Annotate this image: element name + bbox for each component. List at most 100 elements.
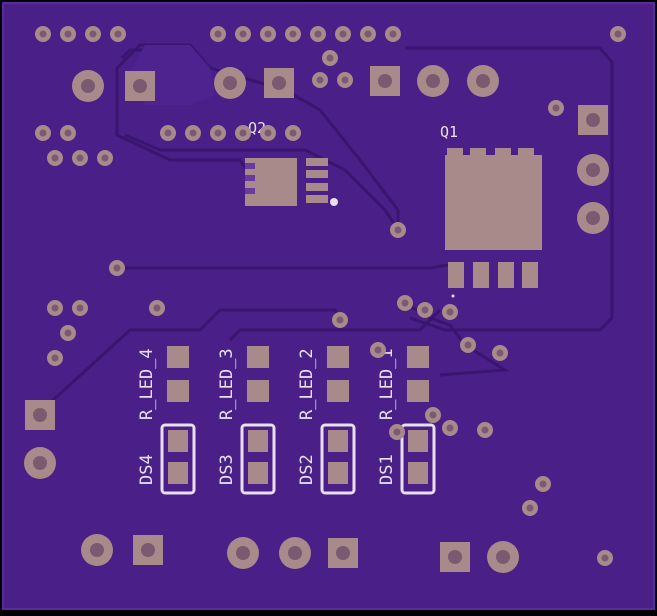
trace xyxy=(115,68,252,176)
q1-body-pad xyxy=(445,155,542,250)
square-drill xyxy=(33,408,47,422)
via-drill xyxy=(289,129,297,137)
trace xyxy=(38,308,342,414)
resistor-pad-bottom xyxy=(167,380,189,402)
via-drill xyxy=(601,554,609,562)
via-drill xyxy=(289,30,297,38)
resistor-pad-bottom xyxy=(407,380,429,402)
tht-drill xyxy=(476,74,490,88)
resistor-pad-top xyxy=(327,346,349,368)
tht-drill xyxy=(223,76,237,90)
led-pad-top xyxy=(248,430,268,452)
via-drill xyxy=(51,354,59,362)
label-r-led-2: R_LED_2 xyxy=(297,348,317,420)
silkscreen-labels: Q1 Q2 R_LED_4 R_LED_3 R_LED_2 R_LED_1 DS… xyxy=(137,119,458,485)
via-drill xyxy=(76,154,84,162)
via-drill xyxy=(89,30,97,38)
via-drill xyxy=(614,30,622,38)
via-drill xyxy=(51,304,59,312)
q1-pin1-marker xyxy=(451,294,455,298)
via-drill xyxy=(339,30,347,38)
via-drill xyxy=(264,129,272,137)
tht-drill xyxy=(81,79,95,93)
q2-slot xyxy=(245,188,255,194)
tht-drill xyxy=(90,543,104,557)
q2-pin xyxy=(306,195,328,203)
via-drill xyxy=(101,154,109,162)
tht-drill xyxy=(586,163,600,177)
via-drill xyxy=(364,30,372,38)
via-drill xyxy=(239,129,247,137)
via-drill xyxy=(189,129,197,137)
trace xyxy=(405,46,614,332)
via-drill xyxy=(214,30,222,38)
q2-pin xyxy=(306,170,328,178)
via-drill xyxy=(446,308,454,316)
q1-tab xyxy=(470,148,486,158)
tht-drill xyxy=(496,550,510,564)
via-drill xyxy=(64,30,72,38)
q2-pin1-marker xyxy=(330,198,338,206)
via-drill xyxy=(214,129,222,137)
via-drill xyxy=(326,54,334,62)
via-drill xyxy=(39,129,47,137)
q2-slot xyxy=(245,175,255,181)
q2-pin xyxy=(306,158,328,166)
q1-tab xyxy=(447,148,463,158)
trace xyxy=(117,263,449,270)
via-drill xyxy=(114,30,122,38)
via-drill xyxy=(341,76,349,84)
tht-drill xyxy=(288,546,302,560)
tht-drill xyxy=(33,456,47,470)
via-drill xyxy=(446,424,454,432)
square-drill xyxy=(141,543,155,557)
resistor-pad-top xyxy=(247,346,269,368)
via-drill xyxy=(113,264,121,272)
q1-pin xyxy=(498,262,514,288)
via-drill xyxy=(552,104,560,112)
ds2-outline xyxy=(320,423,356,495)
via-drill xyxy=(314,30,322,38)
q1-pin xyxy=(522,262,538,288)
tht-drill xyxy=(426,74,440,88)
q2-pin xyxy=(306,183,328,191)
via-drill xyxy=(64,329,72,337)
via-drill xyxy=(51,154,59,162)
via-drill xyxy=(464,341,472,349)
via-drill xyxy=(374,346,382,354)
resistor-pad-bottom xyxy=(327,380,349,402)
via-drill xyxy=(336,316,344,324)
via-drill xyxy=(421,306,429,314)
resistor-pad-top xyxy=(407,346,429,368)
trace xyxy=(228,308,442,342)
square-drill xyxy=(378,74,392,88)
via-drill xyxy=(429,411,437,419)
pads xyxy=(24,26,626,573)
via-drill xyxy=(153,304,161,312)
via-drill xyxy=(76,304,84,312)
via-drill xyxy=(401,299,409,307)
led-pad-top xyxy=(408,430,428,452)
via-drill xyxy=(393,428,401,436)
square-drill xyxy=(336,546,350,560)
tht-drill xyxy=(236,546,250,560)
tht-drill xyxy=(586,211,600,225)
via-drill xyxy=(39,30,47,38)
via-drill xyxy=(316,76,324,84)
label-ds1: DS1 xyxy=(377,454,397,485)
q2-slot xyxy=(245,163,255,169)
led-pad-top xyxy=(328,430,348,452)
square-drill xyxy=(133,79,147,93)
via-drill xyxy=(539,480,547,488)
led-pad-bottom xyxy=(168,462,188,484)
resistor-pad-bottom xyxy=(247,380,269,402)
ds4-outline xyxy=(160,423,196,495)
q1-tab xyxy=(518,148,534,158)
led-pad-top xyxy=(168,430,188,452)
square-drill xyxy=(586,113,600,127)
square-drill xyxy=(448,550,462,564)
label-r-led-4: R_LED_4 xyxy=(137,348,157,420)
